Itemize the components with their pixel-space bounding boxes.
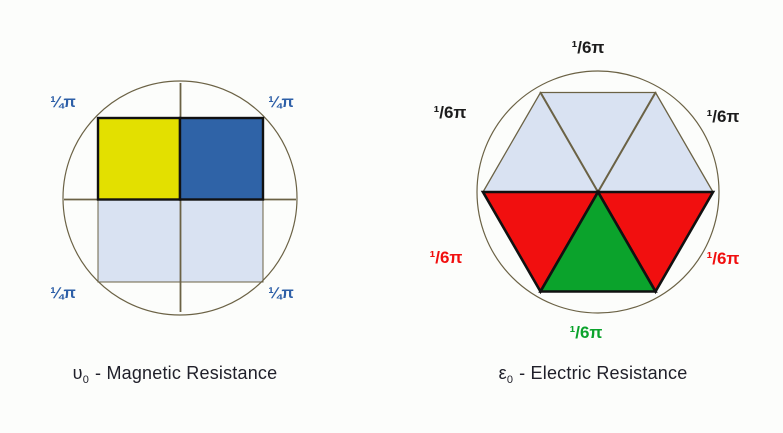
magnetic-symbol: υ [72, 363, 83, 383]
magnetic-label-top-right: ¼π [268, 94, 294, 111]
magnetic-caption-text: - Magnetic Resistance [95, 363, 278, 383]
electric-label-bottom: ¹/6π [570, 323, 603, 342]
electric-label-top-left: ¹/6π [434, 103, 467, 122]
magnetic-caption: υ0 - Magnetic Resistance [0, 363, 350, 386]
magnetic-label-bottom-left: ¼π [50, 285, 76, 302]
electric-label-top: ¹/6π [572, 38, 605, 57]
electric-symbol: ε [498, 363, 507, 383]
electric-label-bottom-left: ¹/6π [430, 248, 463, 267]
electric-radius-top-right [597, 91, 657, 193]
magnetic-label-bottom-right: ¼π [268, 285, 294, 302]
magnetic-circle [62, 80, 298, 316]
electric-circle [476, 70, 720, 314]
electric-radius-top-left [539, 91, 599, 193]
magnetic-symbol-subscript: 0 [82, 374, 90, 386]
electric-symbol-subscript: 0 [506, 374, 514, 386]
magnetic-quadrant-yellow [96, 116, 182, 201]
magnetic-quadrant-blue [178, 116, 265, 201]
magnetic-label-top-left: ¼π [50, 94, 76, 111]
magnetic-diagram: ¼π ¼π ¼π ¼π [50, 80, 298, 316]
electric-label-top-right: ¹/6π [707, 107, 740, 126]
electric-label-bottom-right: ¹/6π [707, 249, 740, 268]
electric-caption-text: - Electric Resistance [519, 363, 688, 383]
electric-diagram: ¹/6π ¹/6π ¹/6π ¹/6π ¹/6π ¹/6π [430, 38, 740, 342]
electric-caption: ε0 - Electric Resistance [418, 363, 768, 386]
electric-sector-bottom-green [538, 189, 658, 293]
